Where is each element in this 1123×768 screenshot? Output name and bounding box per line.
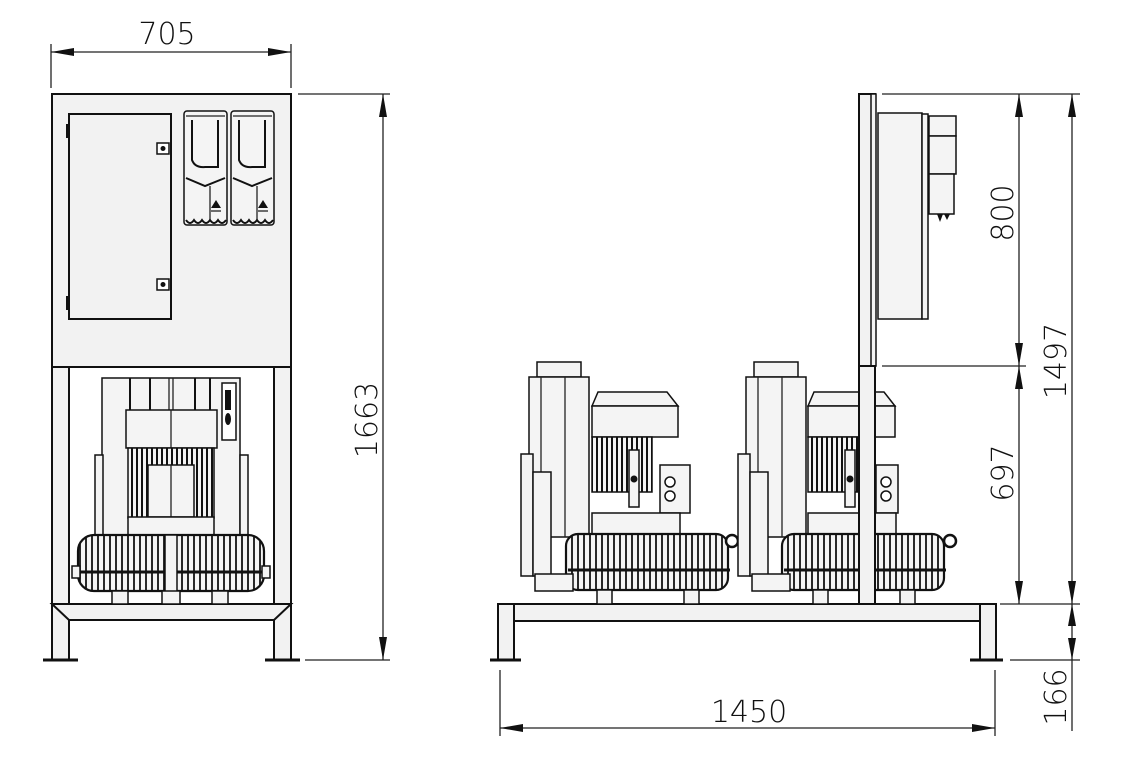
- dimension-height: 1663: [298, 93, 390, 661]
- cabinet-door[interactable]: [68, 113, 172, 320]
- side-view: 1450 800 697 1497: [490, 93, 1080, 736]
- door-lock-bottom[interactable]: [156, 278, 170, 291]
- dimension-label-base-length: 1450: [711, 695, 787, 730]
- silencer-top: [536, 361, 582, 378]
- dimension-base-length: 1450: [499, 670, 996, 736]
- lifting-eye: [724, 533, 740, 549]
- dimension-label-total-height: 1497: [1039, 323, 1074, 399]
- dimension-label-blower-height: 697: [986, 444, 1021, 501]
- support-frame: [43, 366, 300, 662]
- door-hinge-bottom: [66, 296, 70, 310]
- dimension-cabinet-height: 800: [882, 93, 1080, 367]
- blower-1: [520, 361, 740, 605]
- dimension-label-width: 705: [138, 17, 195, 52]
- blower-2: [737, 361, 958, 605]
- dimension-total-height: 1497: [1039, 94, 1076, 604]
- terminal-box: [659, 464, 691, 514]
- dimension-label-height: 1663: [350, 382, 385, 458]
- dimension-base-height: 166: [1000, 603, 1080, 731]
- frequency-drive-2: [230, 110, 275, 226]
- control-cabinet-side: [877, 112, 957, 320]
- front-view: 705 1663: [43, 17, 390, 662]
- frequency-drive-1: [183, 110, 228, 226]
- dimension-label-cabinet-height: 800: [986, 184, 1021, 241]
- dimension-width: 705: [50, 17, 292, 88]
- door-lock-top[interactable]: [156, 142, 170, 155]
- motor-hood: [591, 405, 679, 438]
- blower-housing: [564, 532, 730, 592]
- blower-assembly-front: [71, 377, 271, 605]
- base-frame: [490, 603, 1003, 662]
- dimension-label-base-height: 166: [1039, 668, 1074, 725]
- door-hinge-top: [66, 124, 70, 138]
- dimension-blower-height: 697: [986, 366, 1023, 604]
